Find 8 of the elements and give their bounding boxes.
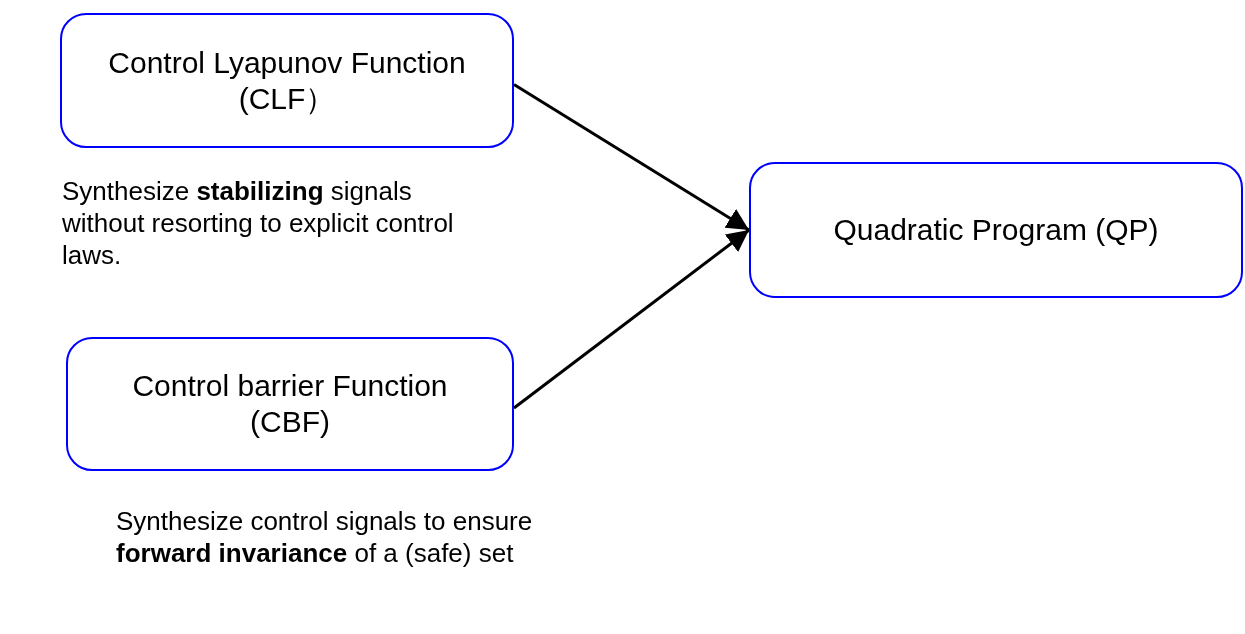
description-text: Synthesize stabilizing signals without resorting to explicit control laws.: [62, 175, 455, 271]
box-label: Quadratic Program (QP): [833, 212, 1159, 248]
rounded-box: [749, 162, 1243, 298]
arrow: [513, 228, 750, 410]
box-label: Control Lyapunov Function (CLF）: [107, 44, 467, 117]
description-text: Synthesize control signals to ensure forward invariance of a (safe) set: [116, 505, 534, 569]
arrow: [513, 83, 750, 232]
box-label: Control barrier Function (CBF): [131, 368, 449, 440]
